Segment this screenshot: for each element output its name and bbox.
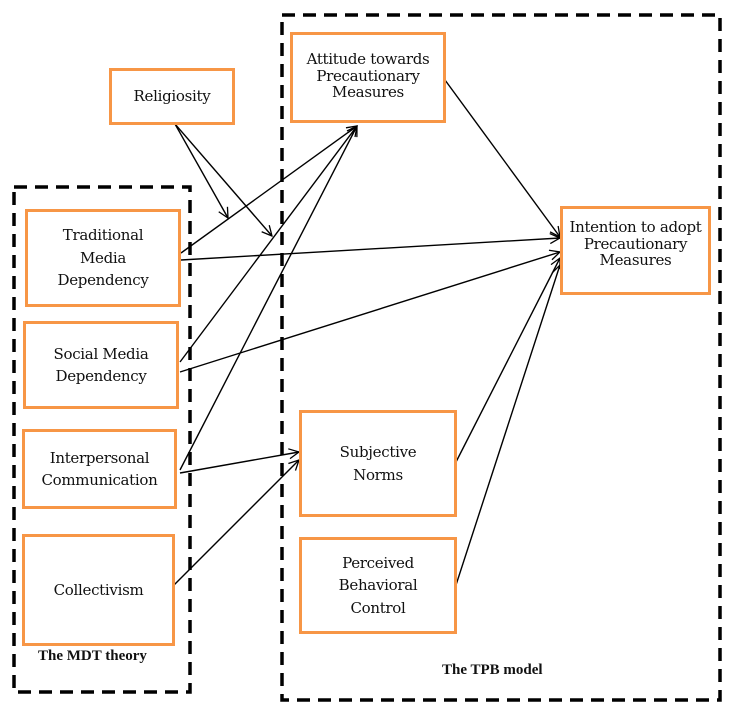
node-label: Intention to adopt Precautionary Measure… [569,218,702,269]
arrow-interpersonal-attitude [179,126,357,471]
node-collectivism: Collectivism [22,534,175,646]
arrow-perceived-intention [455,265,560,586]
node-religiosity: Religiosity [109,68,235,125]
node-label: Interpersonal Communication [41,448,158,490]
arrow-collectivism-subjective [173,460,299,586]
node-attitude: Attitude towards Precautionary Measures [290,32,446,123]
node-social-media-dependency: Social Media Dependency [23,321,179,409]
arrow-attitude-intention [444,79,560,237]
node-traditional-media-dependency: Traditional Media Dependency [25,209,181,307]
arrow-subjective-intention [455,258,560,463]
node-label: Perceived Behavioral Control [338,553,418,617]
arrow-religiosity-moderation-2 [174,123,272,236]
arrow-social-attitude [179,126,357,363]
node-interpersonal-communication: Interpersonal Communication [22,429,177,509]
node-label: Collectivism [53,580,144,599]
node-label: Subjective Norms [339,443,417,484]
mdt-group-label: The MDT theory [38,648,147,664]
tpb-group-label: The TPB model [442,662,543,678]
node-label: Religiosity [133,87,211,106]
node-subjective-norms: Subjective Norms [299,410,457,517]
node-label: Attitude towards Precautionary Measures [306,50,430,101]
arrow-religiosity-moderation-1 [174,123,228,218]
node-perceived-behavioral-control: Perceived Behavioral Control [299,537,457,634]
arrow-traditional-intention [180,238,560,261]
node-intention: Intention to adopt Precautionary Measure… [560,206,711,295]
arrow-social-intention [179,252,560,373]
arrow-interpersonal-subjective [179,452,299,474]
arrow-traditional-attitude [180,126,357,254]
mdt-group-border [12,185,192,694]
node-label: Social Media Dependency [53,344,149,386]
tpb-group-border [280,13,722,702]
node-label: Traditional Media Dependency [57,226,149,290]
